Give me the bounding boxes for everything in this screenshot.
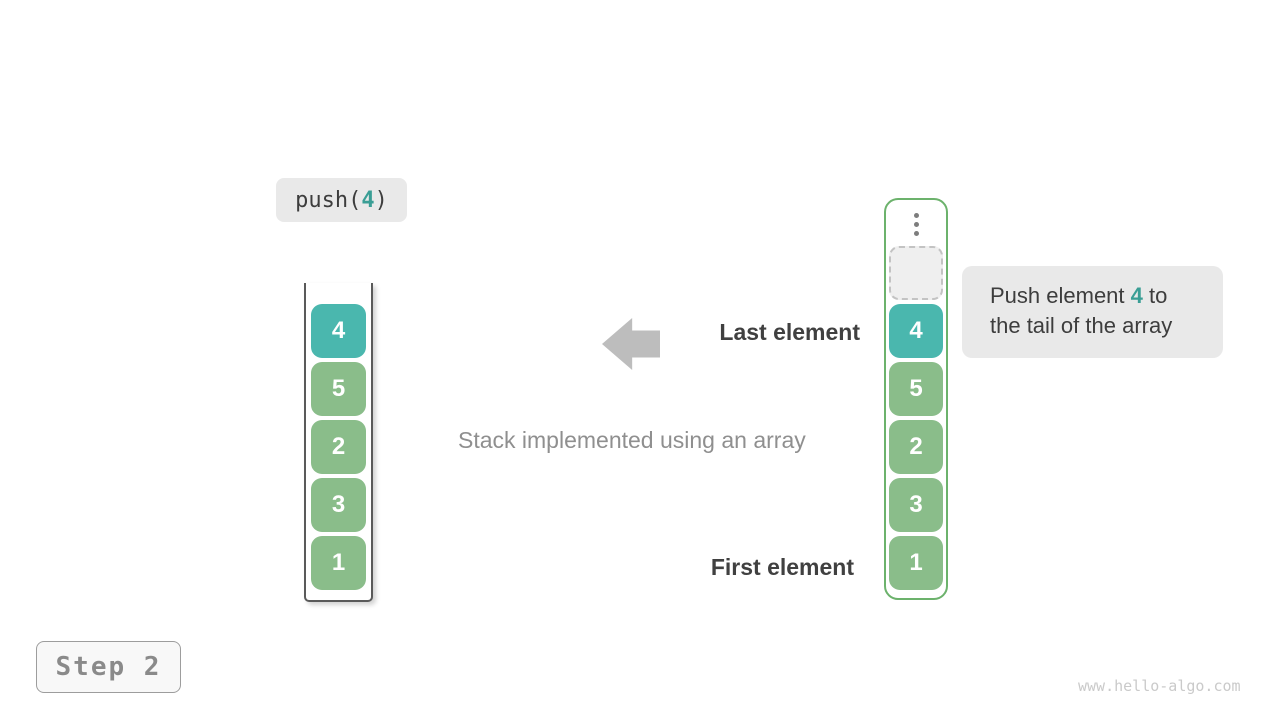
array-cell: 3 — [889, 478, 943, 532]
stack-cell: 2 — [311, 420, 366, 474]
stack-cell-bottom: 1 — [311, 536, 366, 590]
watermark-text: www.hello-algo.com — [1078, 677, 1241, 695]
stack-cell: 5 — [311, 362, 366, 416]
array-cell-tail: 4 — [889, 304, 943, 358]
stack-container: 4 5 2 3 1 — [304, 283, 373, 602]
push-call-suffix: ) — [374, 187, 388, 213]
caption-text: Stack implemented using an array — [458, 427, 806, 453]
push-operation-badge: push(4) — [276, 178, 407, 222]
stack-cell: 3 — [311, 478, 366, 532]
stack-cell-top: 4 — [311, 304, 366, 358]
push-call-prefix: push( — [295, 187, 362, 213]
tooltip-text: to — [1142, 283, 1168, 308]
array-container: 4 5 2 3 1 — [884, 198, 948, 600]
tooltip-line-1: Push element 4 to — [990, 281, 1223, 311]
array-empty-slot — [889, 246, 943, 300]
array-cell-head: 1 — [889, 536, 943, 590]
first-element-label: First element — [710, 554, 854, 580]
last-element-label: Last element — [719, 319, 860, 345]
tooltip-line-2: the tail of the array — [990, 313, 1173, 338]
push-tooltip: Push element 4 to the tail of the array — [962, 266, 1223, 358]
array-cell: 5 — [889, 362, 943, 416]
step-badge: Step 2 — [36, 641, 181, 693]
vertical-ellipsis-icon — [913, 213, 919, 236]
tooltip-text: Push element — [990, 283, 1131, 308]
push-call-argument: 4 — [361, 187, 375, 213]
array-cell: 2 — [889, 420, 943, 474]
left-arrow-icon — [602, 318, 660, 370]
tooltip-highlight-value: 4 — [1130, 283, 1143, 308]
